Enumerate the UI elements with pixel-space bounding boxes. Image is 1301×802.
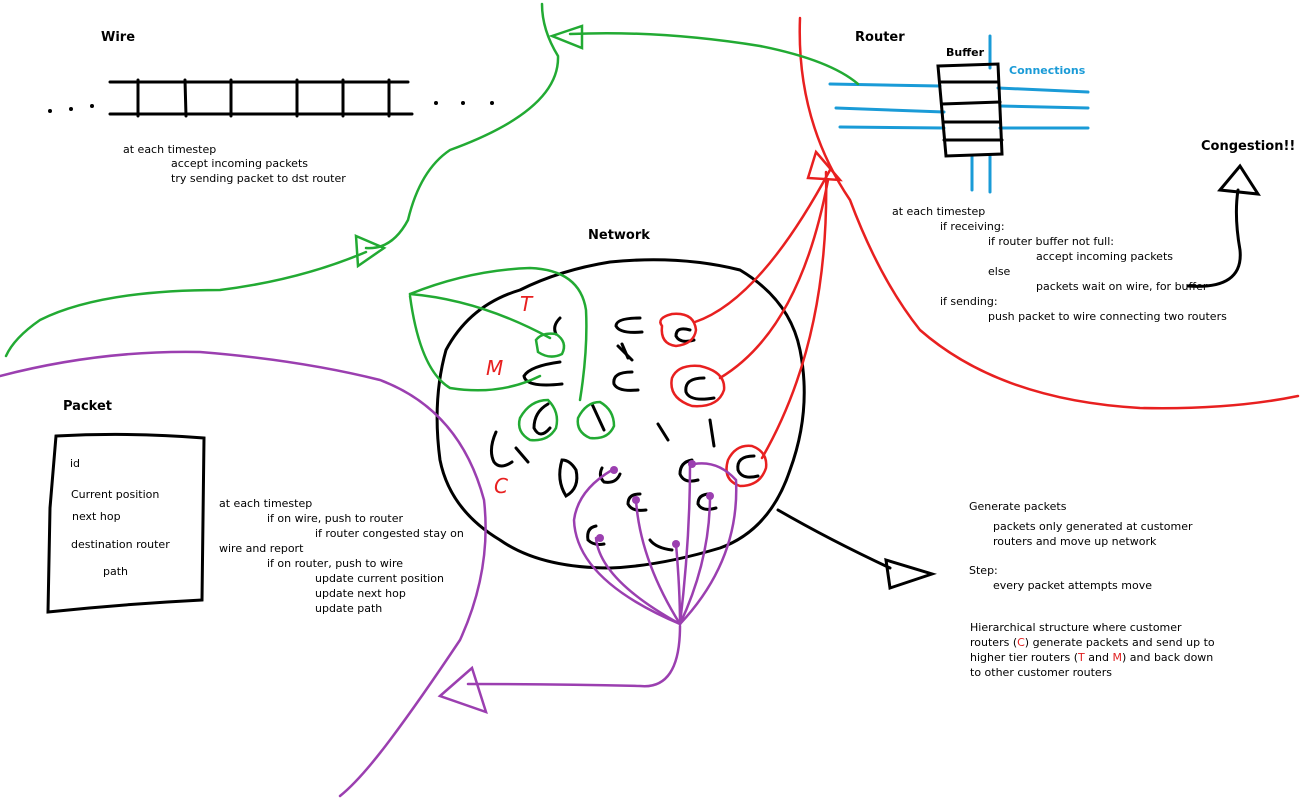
packet-step-7: update next hop: [315, 587, 406, 600]
tier-m-label: M: [486, 356, 504, 380]
congestion-label: Congestion!!: [1201, 139, 1296, 154]
purple-routes: [0, 350, 738, 798]
packet-field-destination: destination router: [71, 538, 170, 551]
hier-line-2: routers (C) generate packets and send up…: [970, 635, 1215, 650]
green-routes: [4, 2, 860, 442]
tier-t-label: T: [520, 292, 533, 316]
tier-c-label: C: [494, 474, 508, 498]
packet-step-3: if router congested stay on: [315, 527, 464, 540]
packet-title: Packet: [63, 399, 112, 414]
hier-line-3: higher tier routers (T and M) and back d…: [970, 650, 1213, 665]
generate-line-1: packets only generated at customer: [993, 520, 1193, 533]
hier-line-3-and: and: [1084, 651, 1113, 664]
router-step-8: push packet to wire connecting two route…: [988, 310, 1227, 323]
purple-dots: [596, 460, 714, 548]
hier-line-2-a: routers (: [970, 636, 1018, 649]
router-step-5: else: [988, 265, 1011, 278]
packet-field-id: id: [70, 457, 81, 470]
router-step-4: accept incoming packets: [1036, 250, 1173, 263]
hier-line-2-b: ) generate packets and send up to: [1024, 636, 1215, 649]
packet-step-1: at each timestep: [219, 497, 313, 510]
red-routes: [659, 16, 1300, 488]
router-step-2: if receiving:: [940, 220, 1005, 233]
step-line: every packet attempts move: [993, 579, 1152, 592]
connections-label: Connections: [1009, 64, 1086, 77]
hier-line-3-m: M: [1112, 651, 1122, 664]
hier-line-3-a: higher tier routers (: [970, 651, 1079, 664]
packet-field-position: Current position: [71, 488, 160, 501]
hier-line-3-b: ) and back down: [1121, 651, 1214, 664]
network-nodes: [489, 316, 760, 552]
packet-step-4: wire and report: [219, 542, 304, 555]
router-buffer-drawing: [828, 34, 1090, 194]
generate-title: Generate packets: [969, 500, 1067, 513]
hier-line-3-t: T: [1078, 651, 1085, 664]
network-title: Network: [588, 228, 650, 243]
wire-title: Wire: [101, 30, 136, 45]
congestion-arrow: [1186, 163, 1261, 288]
packet-step-8: update path: [315, 602, 383, 615]
hier-line-1: Hierarchical structure where customer: [970, 621, 1182, 634]
buffer-label: Buffer: [946, 46, 985, 59]
router-title: Router: [855, 30, 905, 45]
hier-line-2-c: C: [1017, 636, 1025, 649]
generate-line-2: routers and move up network: [993, 535, 1157, 548]
router-step-7: if sending:: [940, 295, 998, 308]
wire-step-3: try sending packet to dst router: [171, 172, 346, 185]
packet-field-next-hop: next hop: [72, 510, 121, 523]
wire-step-2: accept incoming packets: [171, 157, 308, 170]
router-step-1: at each timestep: [892, 205, 986, 218]
wire-ellipsis: [48, 101, 494, 113]
packet-step-6: update current position: [315, 572, 445, 585]
router-step-3: if router buffer not full:: [988, 235, 1115, 248]
hier-line-4: to other customer routers: [970, 666, 1112, 679]
packet-step-5: if on router, push to wire: [267, 557, 403, 570]
step-title: Step:: [969, 564, 998, 577]
packet-field-path: path: [103, 565, 129, 578]
packet-card: [46, 432, 206, 614]
wire-drawing: [108, 78, 414, 118]
packet-step-2: if on wire, push to router: [267, 512, 403, 525]
router-step-6: packets wait on wire, for buffer: [1036, 280, 1208, 293]
wire-step-1: at each timestep: [123, 143, 217, 156]
network-blob: [435, 258, 937, 590]
